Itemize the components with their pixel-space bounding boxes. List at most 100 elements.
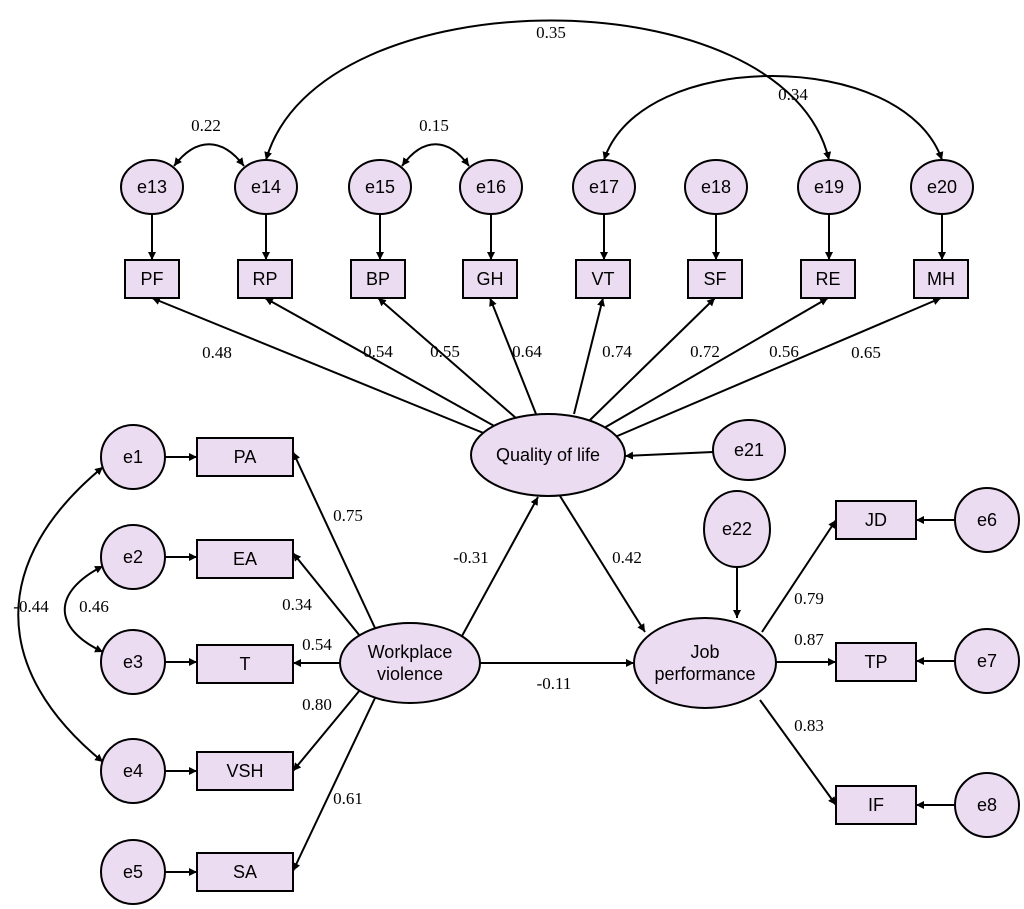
indicator-node-t: T	[196, 644, 294, 684]
indicator-node-tp: TP	[835, 642, 917, 682]
indicator-label: RP	[252, 269, 277, 289]
indicator-label: PF	[140, 269, 163, 289]
error-label: e18	[701, 177, 731, 197]
indicator-box	[237, 259, 293, 299]
error-node-e13: e13	[120, 159, 184, 215]
coef-qol-jp: 0.42	[612, 548, 642, 567]
coef-jp-jd: 0.79	[794, 589, 824, 608]
indicator-box	[462, 259, 518, 299]
indicator-node-ea: EA	[196, 539, 294, 579]
indicator-node-sf: SF	[687, 259, 743, 299]
indicator-label: RE	[815, 269, 840, 289]
indicator-box	[835, 785, 917, 825]
coef-wv-pa: 0.75	[333, 506, 363, 525]
indicator-label: GH	[477, 269, 504, 289]
covariance-e15-e16	[401, 143, 470, 167]
coef-wv-vsh: 0.80	[302, 695, 332, 714]
indicator-node-mh: MH	[913, 259, 969, 299]
indicator-label: IF	[868, 795, 884, 815]
error-label: e13	[137, 177, 167, 197]
indicator-node-pa: PA	[196, 437, 294, 477]
latent-ellipse	[633, 617, 777, 709]
error-circle	[459, 159, 523, 215]
indicator-label: T	[240, 654, 251, 674]
covariance-e13-e14	[173, 143, 245, 167]
indicator-label: EA	[233, 549, 257, 569]
indicator-node-sa: SA	[196, 852, 294, 892]
error-label: e21	[734, 440, 764, 460]
coef-cov-e17-e20: 0.34	[778, 85, 808, 104]
latent-label-line: violence	[377, 664, 443, 684]
indicator-box	[575, 259, 631, 299]
indicator-node-pf: PF	[124, 259, 180, 299]
error-circle	[910, 159, 974, 215]
indicator-label: SF	[703, 269, 726, 289]
covariance-e2-e3	[63, 565, 104, 653]
indicator-label: VT	[591, 269, 614, 289]
path-qol-jp	[559, 495, 646, 633]
path-qol-rp	[264, 297, 515, 438]
error-circle	[572, 159, 636, 215]
indicator-label: TP	[864, 652, 887, 672]
indicator-box	[835, 642, 917, 682]
indicator-node-bp: BP	[350, 259, 406, 299]
error-node-e15: e15	[348, 159, 412, 215]
indicator-node-vt: VT	[575, 259, 631, 299]
coef-qol-mh: 0.65	[851, 343, 881, 362]
error-label: e6	[977, 510, 997, 530]
covariance-e1-e4	[17, 466, 104, 763]
error-node-e7: e7	[954, 628, 1020, 694]
indicator-box	[350, 259, 406, 299]
coef-cov-e15-e16: 0.15	[419, 116, 449, 135]
error-circle	[100, 629, 166, 695]
error-label: e19	[814, 177, 844, 197]
indicator-box	[913, 259, 969, 299]
indicator-box	[800, 259, 856, 299]
path-wv-pa	[292, 451, 376, 629]
indicator-label: VSH	[226, 761, 263, 781]
error-label: e17	[589, 177, 619, 197]
indicator-label: PA	[234, 447, 257, 467]
error-label: e15	[365, 177, 395, 197]
error-label: e20	[927, 177, 957, 197]
latent-label-line: Workplace	[368, 642, 453, 662]
coef-wv-jp: -0.11	[537, 674, 572, 693]
covariance-e17-e20	[602, 75, 944, 161]
indicator-node-re: RE	[800, 259, 856, 299]
coef-cov-e13-e14: 0.22	[191, 116, 221, 135]
indicator-box	[196, 539, 294, 579]
indicator-box	[196, 751, 294, 791]
edges-layer	[17, 19, 955, 876]
indicator-node-gh: GH	[462, 259, 518, 299]
error-circle	[100, 424, 166, 490]
error-label: e1	[123, 447, 143, 467]
path-jp-jd	[761, 519, 837, 633]
coef-wv-t: 0.54	[302, 635, 332, 654]
error-node-e5: e5	[100, 839, 166, 905]
path-wv-ea	[292, 552, 361, 637]
coef-qol-vt: 0.74	[602, 342, 632, 361]
indicator-node-jd: JD	[835, 500, 917, 540]
error-circle	[348, 159, 412, 215]
error-circle	[712, 419, 786, 481]
error-label: e22	[722, 519, 752, 539]
path-qol-sf	[589, 297, 716, 421]
coef-qol-rp: 0.54	[363, 342, 393, 361]
coef-jp-tp: 0.87	[794, 630, 824, 649]
coef-cov-e2-e3: 0.46	[79, 597, 109, 616]
coef-cov-e1-e4: -0.44	[13, 597, 49, 616]
covariance-e14-e19	[264, 19, 832, 161]
error-circle	[954, 772, 1020, 838]
indicator-box	[835, 500, 917, 540]
coef-qol-bp: 0.55	[430, 342, 460, 361]
path-wv-vsh	[292, 689, 361, 772]
path-qol-re	[603, 297, 829, 429]
latent-quality-of-life: Quality of life	[470, 413, 626, 497]
error-circle	[954, 487, 1020, 553]
error-node-e3: e3	[100, 629, 166, 695]
indicator-node-if: IF	[835, 785, 917, 825]
error-node-e4: e4	[100, 738, 166, 804]
